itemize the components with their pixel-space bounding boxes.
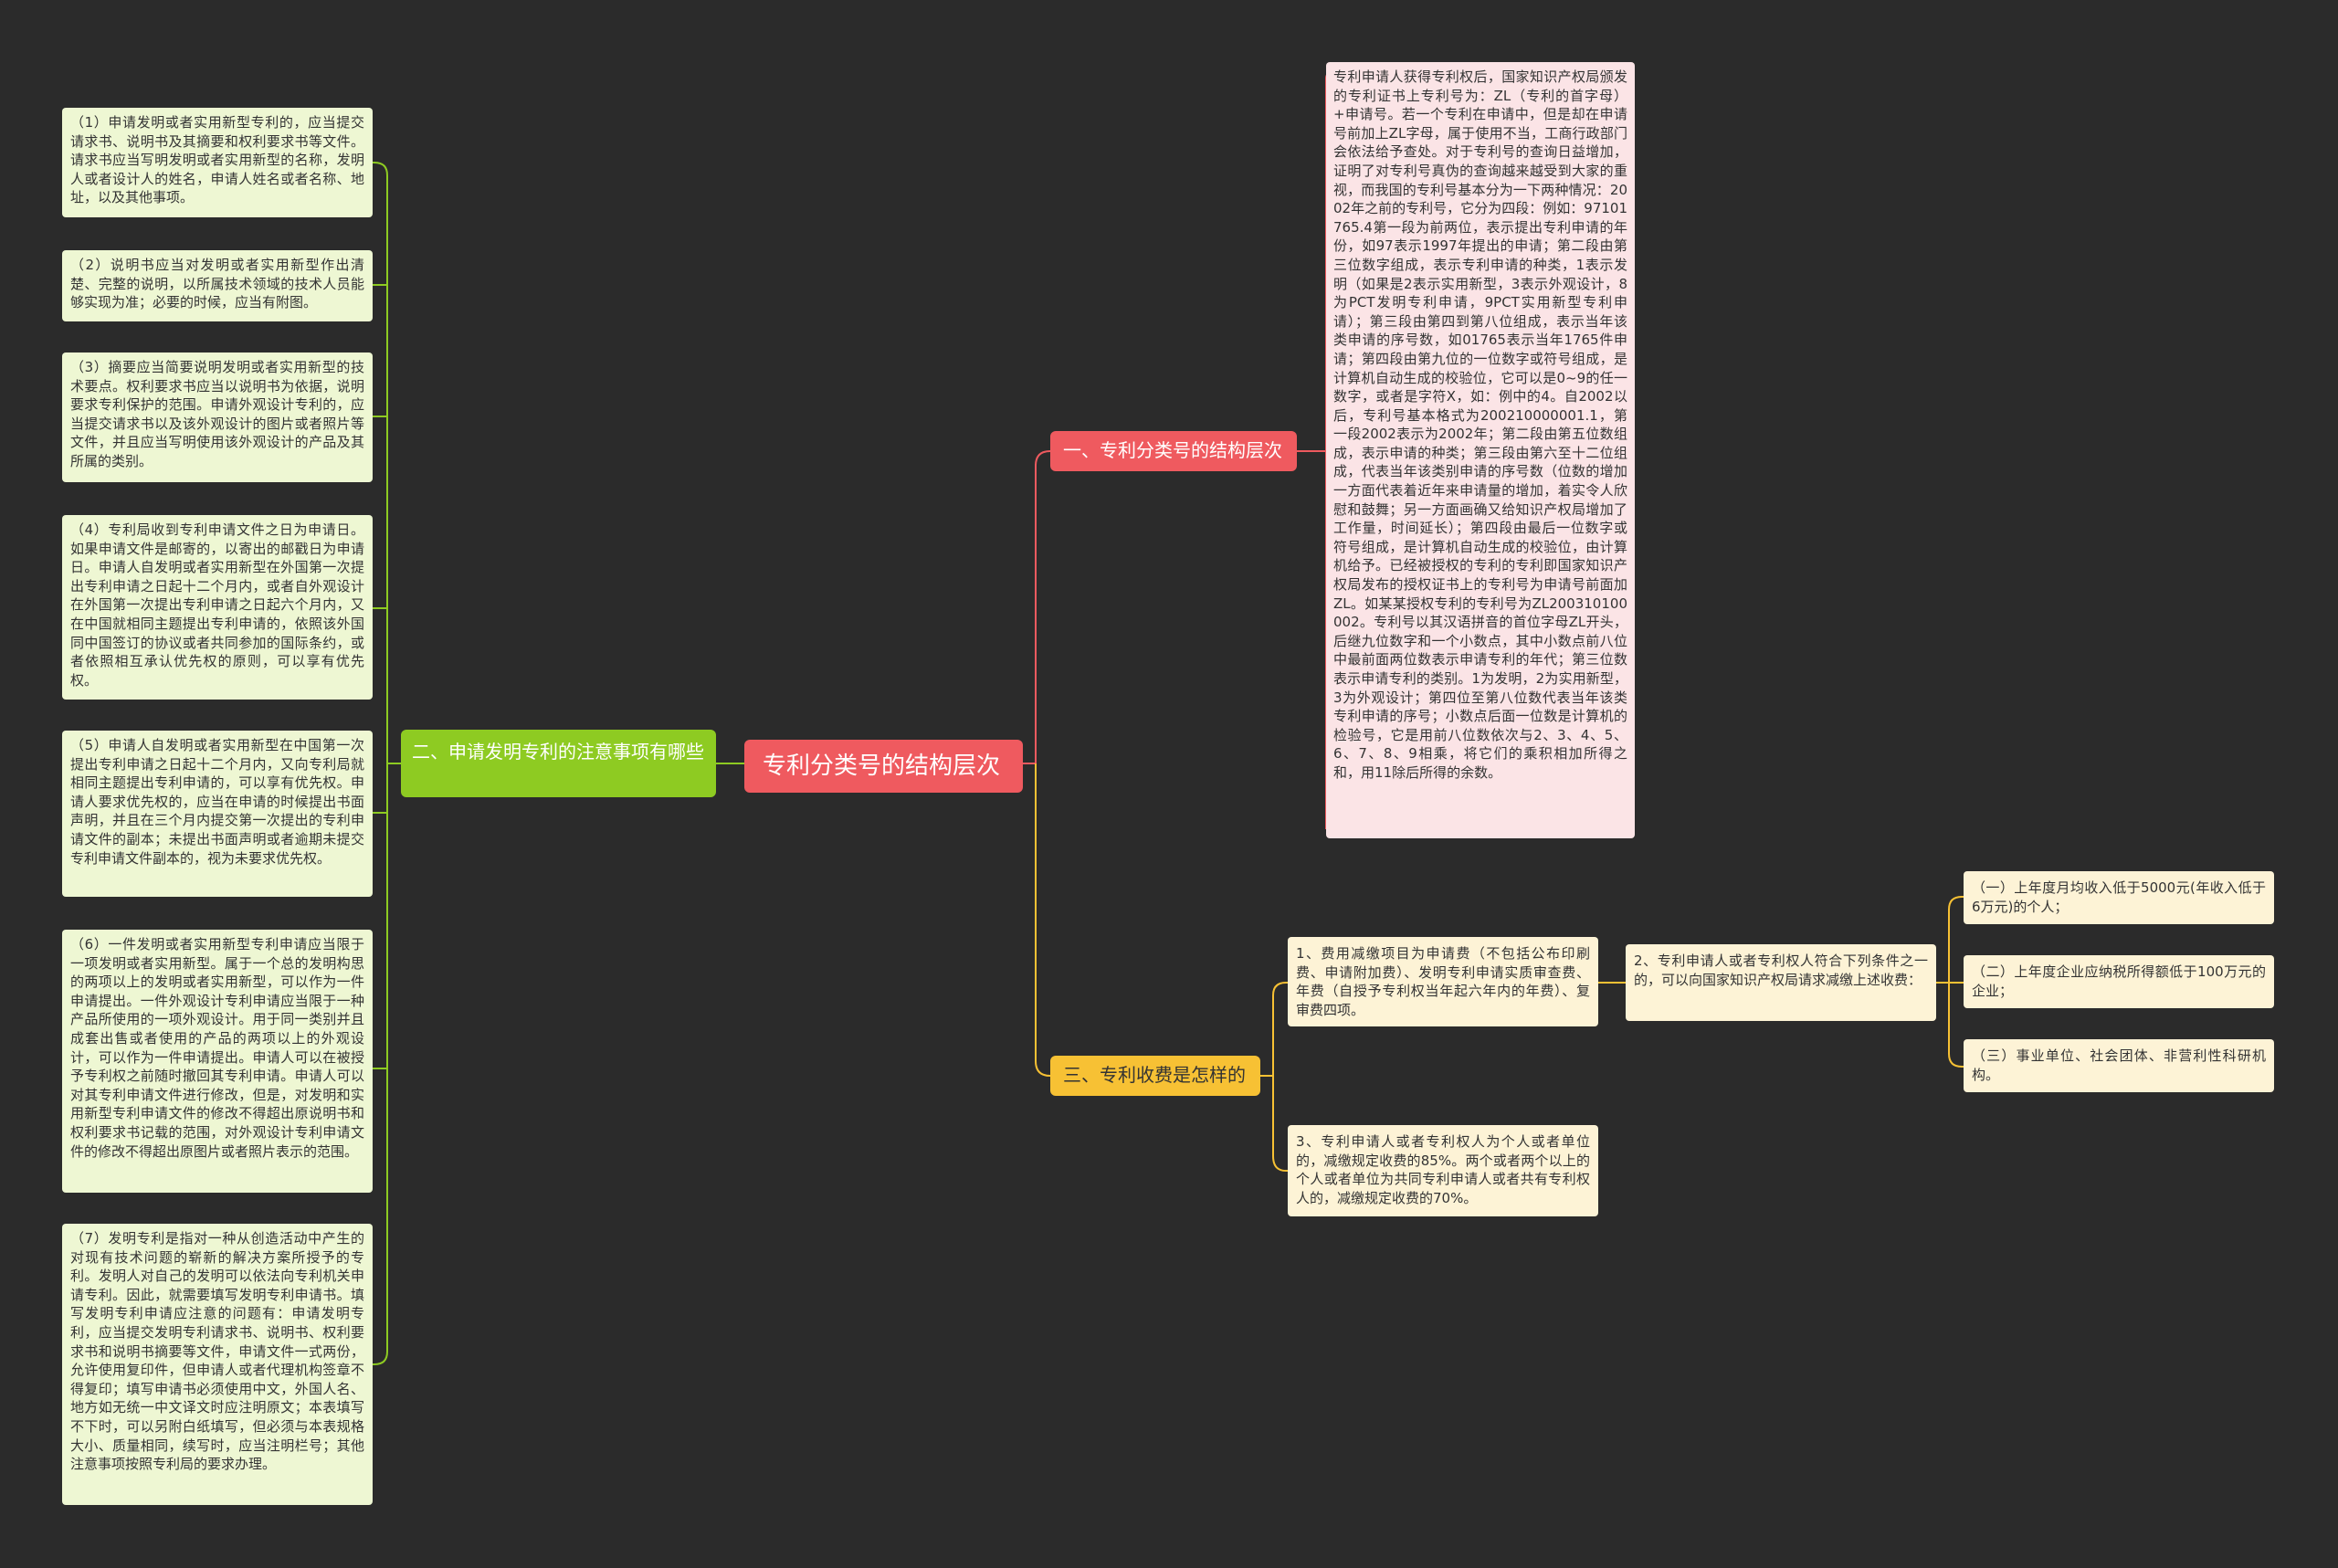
note-item: （1）申请发明或者实用新型专利的，应当提交请求书、说明书及其摘要和权利要求书等文… bbox=[62, 108, 373, 217]
condition-item: （三）事业单位、社会团体、非营利性科研机构。 bbox=[1964, 1039, 2274, 1092]
fee-item: 3、专利申请人或者专利权人为个人或者单位的，减缴规定收费的85%。两个或者两个以… bbox=[1288, 1125, 1598, 1216]
note-item: （6）一件发明或者实用新型专利申请应当限于一项发明或者实用新型。属于一个总的发明… bbox=[62, 930, 373, 1193]
root-topic[interactable]: 专利分类号的结构层次 bbox=[744, 740, 1023, 793]
fee-item: 1、费用减缴项目为申请费（不包括公布印刷费、申请附加费）、发明专利申请实质审查费… bbox=[1288, 937, 1598, 1026]
structure-detail: 专利申请人获得专利权后，国家知识产权局颁发的专利证书上专利号为：ZL（专利的首字… bbox=[1326, 62, 1635, 838]
branch-fees[interactable]: 三、专利收费是怎样的 bbox=[1050, 1056, 1260, 1096]
note-item: （3）摘要应当简要说明发明或者实用新型的技术要点。权利要求书应当以说明书为依据，… bbox=[62, 353, 373, 482]
note-item: （7）发明专利是指对一种从创造活动中产生的对现有技术问题的崭新的解决方案所授予的… bbox=[62, 1224, 373, 1505]
branch-notes[interactable]: 二、申请发明专利的注意事项有哪些 bbox=[401, 730, 716, 797]
condition-item: （二）上年度企业应纳税所得额低于100万元的企业； bbox=[1964, 955, 2274, 1008]
condition-item: （一）上年度月均收入低于5000元(年收入低于6万元)的个人； bbox=[1964, 871, 2274, 924]
note-item: （4）专利局收到专利申请文件之日为申请日。如果申请文件是邮寄的，以寄出的邮戳日为… bbox=[62, 515, 373, 700]
note-item: （5）申请人自发明或者实用新型在中国第一次提出专利申请之日起十二个月内，又向专利… bbox=[62, 731, 373, 897]
branch-structure[interactable]: 一、专利分类号的结构层次 bbox=[1050, 431, 1297, 471]
note-item: （2）说明书应当对发明或者实用新型作出清楚、完整的说明，以所属技术领域的技术人员… bbox=[62, 250, 373, 321]
fee-item: 2、专利申请人或者专利权人符合下列条件之一的，可以向国家知识产权局请求减缴上述收… bbox=[1626, 944, 1936, 1021]
